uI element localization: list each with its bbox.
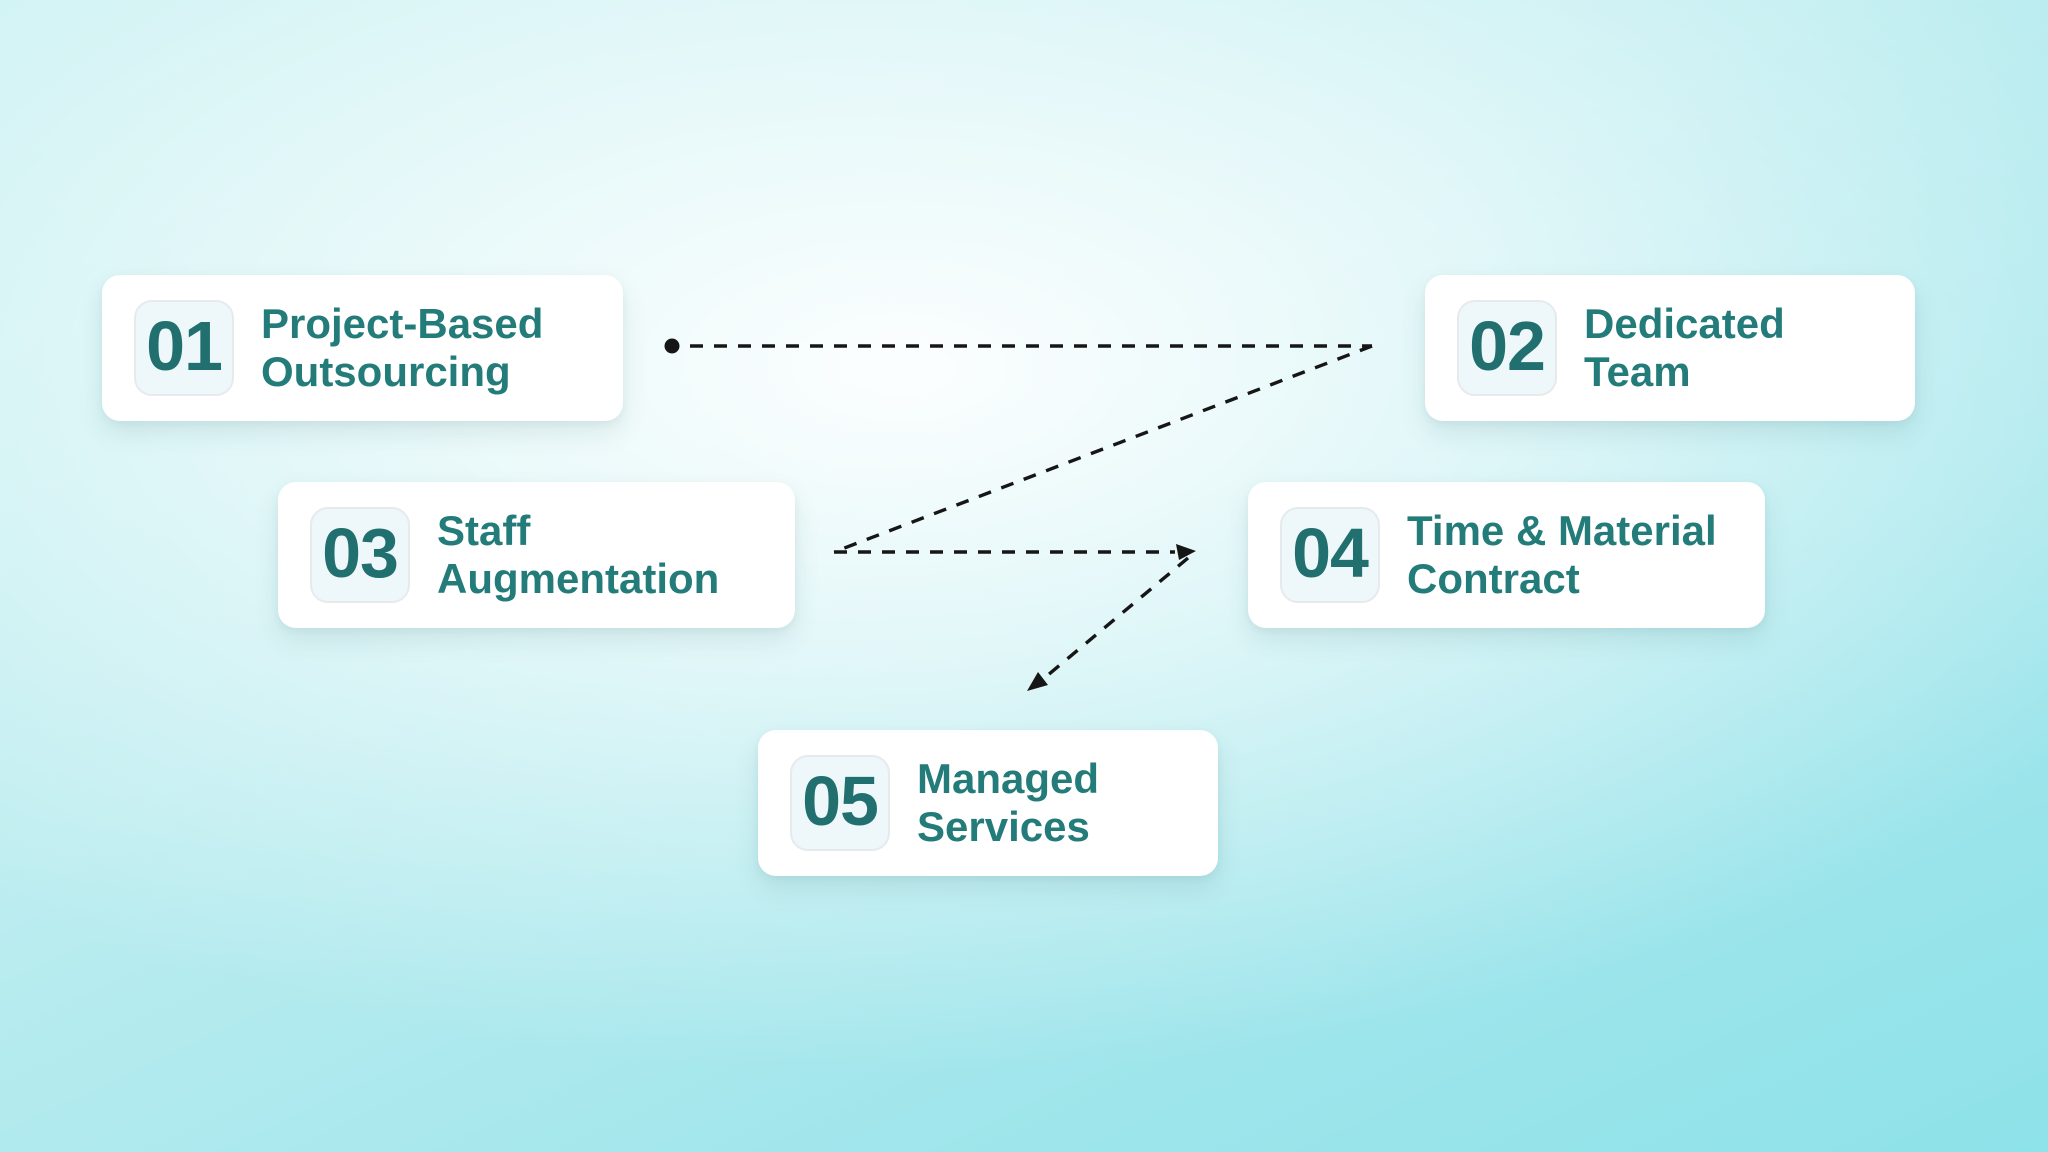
step-number: 02 (1469, 307, 1546, 385)
step-title-line1: Project-Based (261, 300, 544, 348)
step-number-badge: 01 (134, 300, 234, 396)
step-number: 04 (1292, 514, 1369, 592)
step-title-line1: Time & Material (1407, 507, 1717, 555)
step-title-line1: Dedicated (1584, 300, 1785, 348)
step-title: Dedicated Team (1584, 300, 1785, 396)
step-card-dedicated-team: 02 Dedicated Team (1425, 275, 1915, 421)
step-card-staff-augmentation: 03 Staff Augmentation (278, 482, 795, 628)
step-number-badge: 05 (790, 755, 890, 851)
flow-line-4-diagonal (1040, 556, 1190, 682)
flow-start-dot (664, 338, 680, 354)
step-title-line2: Outsourcing (261, 348, 511, 395)
step-title-line2: Services (917, 803, 1090, 850)
step-title: Project-Based Outsourcing (261, 300, 543, 396)
step-title-line2: Augmentation (437, 555, 720, 602)
step-number-badge: 04 (1280, 507, 1380, 603)
step-title-line2: Contract (1407, 555, 1580, 602)
step-card-managed-services: 05 Managed Services (758, 730, 1218, 876)
step-card-time-material-contract: 04 Time & Material Contract (1248, 482, 1765, 628)
step-number: 01 (146, 307, 223, 385)
step-title-line1: Staff (437, 507, 531, 555)
step-title: Staff Augmentation (437, 507, 719, 603)
step-title-line1: Managed (917, 755, 1100, 803)
step-number-badge: 02 (1457, 300, 1557, 396)
flow-arrowhead-down-left-icon (1027, 672, 1048, 691)
step-number-badge: 03 (310, 507, 410, 603)
step-title-line2: Team (1584, 348, 1691, 395)
step-number: 03 (322, 514, 399, 592)
step-title: Managed Services (917, 755, 1099, 851)
step-card-project-based-outsourcing: 01 Project-Based Outsourcing (102, 275, 623, 421)
step-number: 05 (802, 762, 879, 840)
step-title: Time & Material Contract (1407, 507, 1717, 603)
flow-arrowhead-right-icon (1176, 544, 1196, 560)
